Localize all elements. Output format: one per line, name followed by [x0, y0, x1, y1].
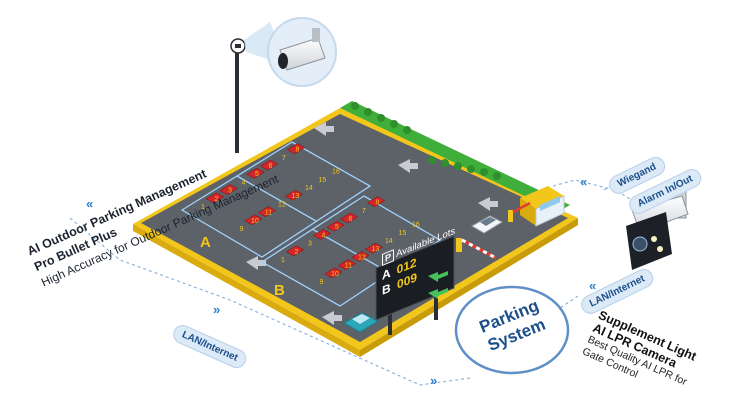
lot-b-slot-number: 5 — [335, 224, 339, 231]
lot-a-slot-number: 13 — [292, 193, 300, 200]
white-car — [470, 215, 504, 234]
lot-a-car-10 — [244, 214, 263, 226]
lot-a-slot-number: 12 — [278, 201, 286, 208]
parking-lot — [133, 101, 578, 357]
parking-system-node — [454, 285, 570, 375]
chevron-lan-2: » — [430, 373, 437, 388]
lot-a-slot-number: 14 — [305, 185, 313, 192]
arrow-left-icon — [428, 271, 448, 282]
bullet-camera-icon — [267, 17, 337, 87]
lot-a-slot-number: 10 — [251, 218, 259, 225]
lane-arrows — [246, 122, 498, 325]
guard-booth-icon — [520, 186, 565, 227]
gate-barrier-icon — [456, 201, 531, 260]
lot-b-car-2 — [285, 245, 305, 257]
lot-b-slot-number: 15 — [399, 230, 407, 237]
lot-b-car-5 — [326, 220, 345, 232]
lot-b-car-11 — [337, 259, 356, 270]
lot-a-slot-number: 2 — [215, 196, 219, 203]
lot-b-car-12 — [351, 251, 370, 262]
lot-a-slot-number: 4 — [242, 179, 246, 186]
lot-b-slot-number: 9 — [319, 279, 323, 286]
lot-b-car-13 — [364, 242, 383, 254]
lot-b-slot-number: 11 — [345, 263, 352, 270]
lot-b-car-8 — [366, 196, 386, 207]
lot-a-car-13 — [284, 189, 303, 201]
hedge-row — [351, 102, 501, 180]
lot-b-slot-number: 3 — [308, 241, 312, 248]
zone-label-a: A — [200, 234, 211, 251]
available-lots-sign — [375, 235, 455, 335]
lpr-camera-icon — [626, 187, 689, 270]
lot-b-slot-number: 8 — [376, 200, 380, 207]
lot-a-car-6 — [259, 159, 279, 171]
lot-b-slot-number: 6 — [349, 216, 353, 223]
lot-a-slot-number: 9 — [239, 226, 243, 233]
lot-b-car-10 — [324, 267, 343, 279]
lot-a-car-5 — [246, 167, 265, 179]
chevron-left-1: » — [88, 198, 94, 213]
zone-label-b: B — [274, 282, 285, 299]
lot-a-slot-number: 7 — [282, 155, 286, 162]
sign-zone-b: B — [382, 280, 391, 298]
lot-a-slot-number: 5 — [255, 171, 259, 178]
lot-b-slot-number: 16 — [412, 222, 420, 229]
lot-b-slot-number: 4 — [322, 232, 326, 239]
lot-a-car-2 — [205, 192, 225, 204]
lot-a-car-8 — [286, 143, 306, 154]
chevron-right-2: » — [582, 176, 588, 191]
lot-b-car-6 — [339, 212, 359, 224]
lot-b-slot-number: 2 — [295, 249, 299, 256]
teal-car — [342, 312, 380, 333]
lot-b-slot-number: 14 — [385, 238, 393, 245]
arrow-right-icon — [428, 288, 448, 299]
lot-a-slot-number: 3 — [228, 188, 232, 195]
lot-b-slot-number: 1 — [281, 257, 285, 264]
chevron-lan-1: » — [213, 302, 220, 317]
lot-a-slot-number: 8 — [296, 147, 300, 154]
lot-b-slot-number: 12 — [358, 254, 366, 261]
lot-a-slot-number: 16 — [332, 169, 340, 176]
lot-a-slot-number: 15 — [319, 177, 327, 184]
lot-b-slot-number: 7 — [362, 208, 366, 215]
lot-b-slot-number: 13 — [372, 246, 380, 253]
lot-a-car-3 — [219, 184, 238, 195]
lot-a-slot-number: 11 — [265, 210, 272, 217]
lot-a-car-11 — [257, 206, 276, 217]
lot-a-slot-number: 6 — [269, 163, 273, 170]
lot-a-outline — [180, 141, 372, 258]
lot-b-car-4 — [312, 229, 332, 240]
lot-a-slot-number: 1 — [201, 204, 205, 211]
lot-b-slot-number: 10 — [331, 271, 339, 278]
